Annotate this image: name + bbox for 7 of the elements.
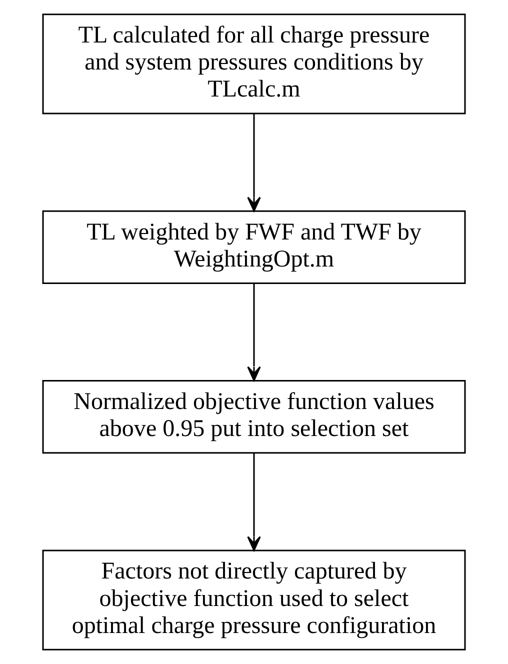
arrow bbox=[247, 114, 261, 212]
node-box: Normalized objective function values above 0.95 put into selection set bbox=[42, 380, 466, 454]
node-box: Factors not directly captured by objective function used to select optimal charge pressure configuration bbox=[42, 550, 466, 650]
node-box: TL calculated for all charge pressure and system pressures conditions by TLcalc.m bbox=[42, 14, 466, 114]
arrow bbox=[247, 284, 261, 382]
arrow bbox=[247, 453, 261, 552]
node-box: TL weighted by FWF and TWF by WeightingOpt.m bbox=[42, 210, 466, 284]
